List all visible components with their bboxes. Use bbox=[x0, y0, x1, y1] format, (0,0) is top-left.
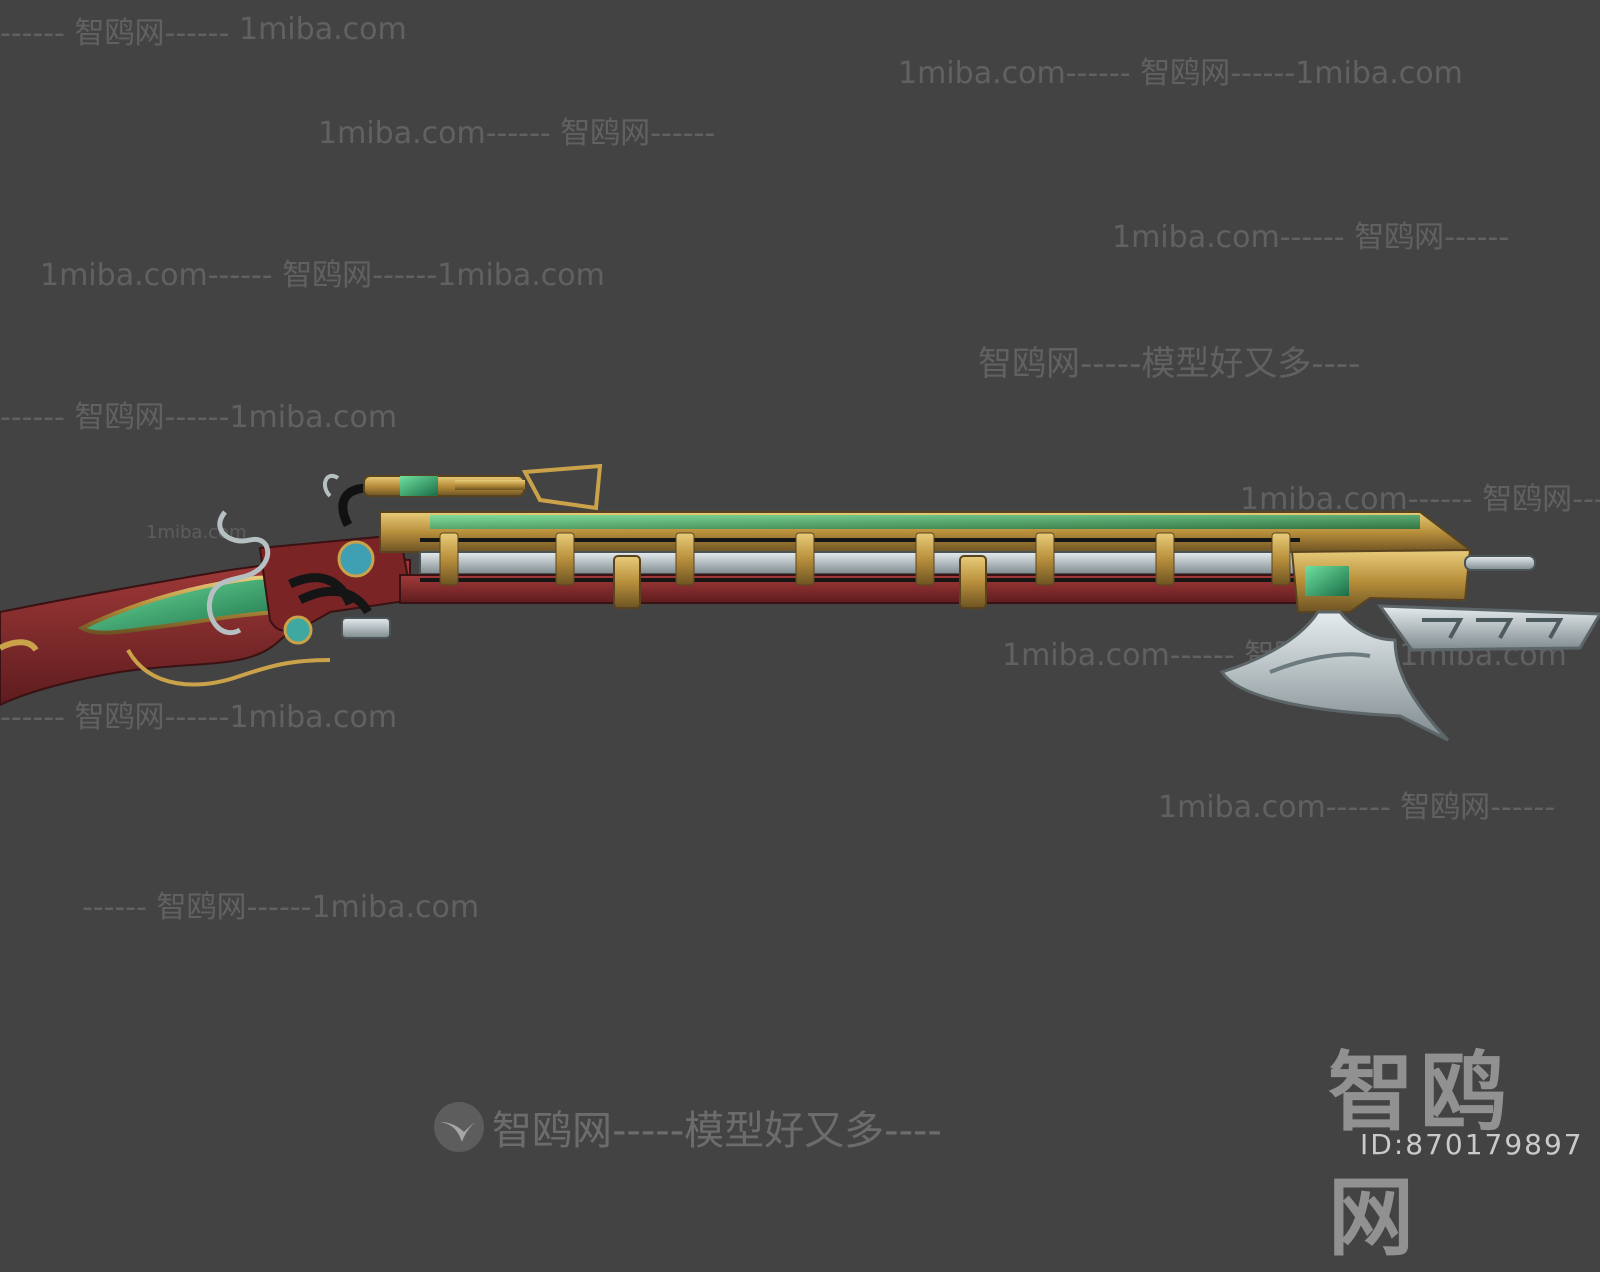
hammer-swirl bbox=[206, 510, 271, 636]
bird-logo-icon bbox=[434, 1102, 484, 1152]
steel-vent bbox=[341, 617, 391, 639]
muzzle-tip bbox=[1464, 555, 1536, 571]
spike-blade bbox=[1376, 604, 1600, 652]
bottom-slogan: 智鸥网-----模型好又多---- bbox=[492, 1108, 942, 1154]
receiver-gem bbox=[283, 615, 313, 645]
barrel-bands bbox=[613, 555, 987, 609]
spike-pattern bbox=[1422, 618, 1564, 639]
muzzle-jade bbox=[1305, 566, 1349, 596]
scope-sight bbox=[521, 463, 603, 511]
butt-ornament bbox=[0, 639, 39, 652]
axe-blade bbox=[1219, 610, 1450, 742]
model-id: ID:870179897 bbox=[1360, 1128, 1584, 1161]
weapon-illustration bbox=[0, 463, 1600, 742]
axe-engraving bbox=[1269, 652, 1371, 674]
trigger-guard bbox=[126, 649, 331, 687]
muzzle-block bbox=[1290, 548, 1472, 613]
hammer-curl bbox=[322, 474, 340, 498]
barrel-clamps bbox=[439, 532, 1291, 586]
black-pipe-2 bbox=[297, 586, 372, 615]
scope-rod bbox=[455, 480, 525, 490]
lock-gem bbox=[337, 540, 375, 578]
top-hose bbox=[338, 483, 366, 528]
bottom-watermark: 智鸥网-----模型好又多---- bbox=[432, 1098, 942, 1156]
upper-barrel-jade bbox=[430, 515, 1420, 529]
scope-jade-band bbox=[400, 476, 438, 496]
